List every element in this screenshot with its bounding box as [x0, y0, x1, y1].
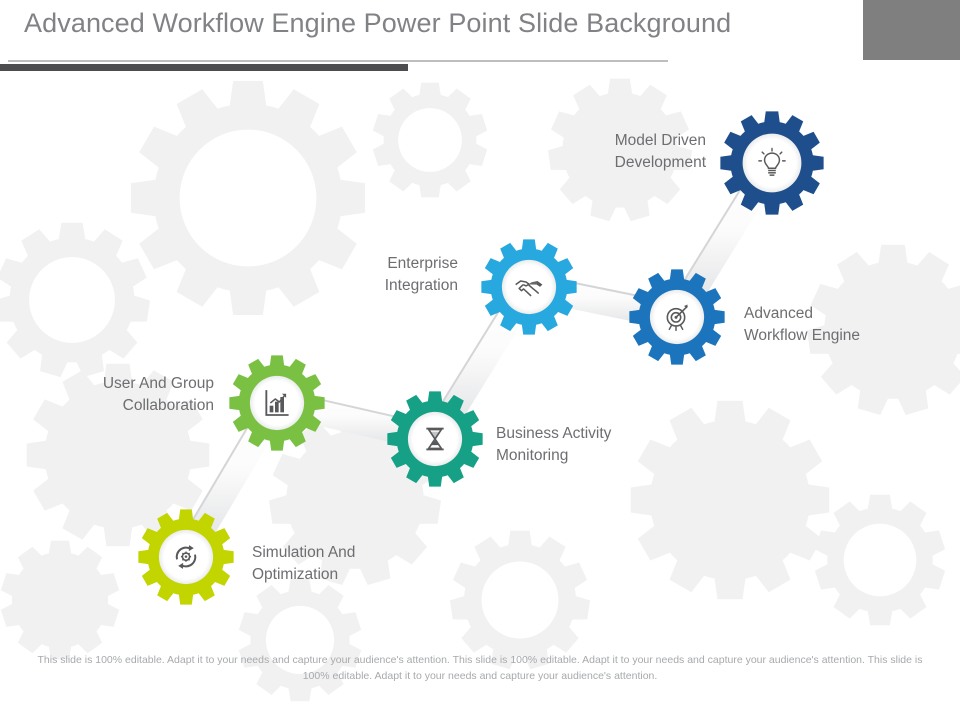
connector-shadow-edge — [436, 302, 505, 411]
header-divider-dark — [0, 64, 408, 71]
gear-node-business-activity-monitoring[interactable] — [387, 391, 483, 487]
hourglass-icon — [426, 427, 444, 451]
connector-enterprise-integration-to-advanced-workflow-engine — [552, 279, 654, 325]
node-label-business-activity-monitoring: Business Activity Monitoring — [496, 425, 612, 464]
node-label-simulation-and-optimization: Simulation And Optimization — [252, 544, 356, 583]
gear-shape-enterprise-integration-icon — [481, 239, 577, 335]
node-label-user-and-group-collaboration: User And Group Collaboration — [102, 375, 214, 414]
gear-icon-slot — [513, 271, 545, 303]
footer-note: This slide is 100% editable. Adapt it to… — [37, 654, 923, 683]
node-label-enterprise-integration: Enterprise Integration — [384, 255, 458, 294]
connector-user-and-group-collaboration-to-business-activity-monitoring — [299, 396, 413, 446]
refresh-cycle-icon — [175, 545, 197, 569]
gear-node-advanced-workflow-engine[interactable] — [629, 269, 725, 365]
page-title: Advanced Workflow Engine Power Point Sli… — [24, 8, 732, 38]
gear-node-model-driven-development[interactable] — [720, 111, 824, 215]
node-label-advanced-workflow-engine: Advanced Workflow Engine — [744, 305, 861, 344]
connector-simulation-and-optimization-to-user-and-group-collaboration — [188, 419, 275, 541]
gear-shape-model-driven-development-icon — [720, 111, 824, 215]
connector-business-activity-monitoring-to-enterprise-integration — [437, 302, 527, 424]
connector-shadow-edge — [187, 418, 254, 529]
target-icon — [666, 304, 688, 332]
gear-icon-slot — [419, 423, 451, 455]
header-accent-box — [863, 0, 960, 60]
handshake-icon — [515, 280, 543, 297]
gear-icon-slot — [261, 387, 293, 419]
node-label-model-driven-development: Model Driven Development — [614, 132, 706, 171]
bar-chart-growth-icon — [265, 390, 289, 416]
gear-node-simulation-and-optimization[interactable] — [138, 509, 234, 605]
connector-shadow-edge — [678, 179, 747, 289]
lightbulb-icon — [758, 147, 786, 176]
gear-node-enterprise-integration[interactable] — [481, 239, 577, 335]
header-divider-light — [8, 60, 668, 62]
gear-icon-slot — [661, 301, 693, 333]
gear-icon-slot — [170, 541, 202, 573]
gear-icon-slot — [755, 146, 789, 180]
connector-advanced-workflow-engine-to-model-driven-development — [679, 180, 769, 302]
gear-node-user-and-group-collaboration[interactable] — [229, 355, 325, 451]
